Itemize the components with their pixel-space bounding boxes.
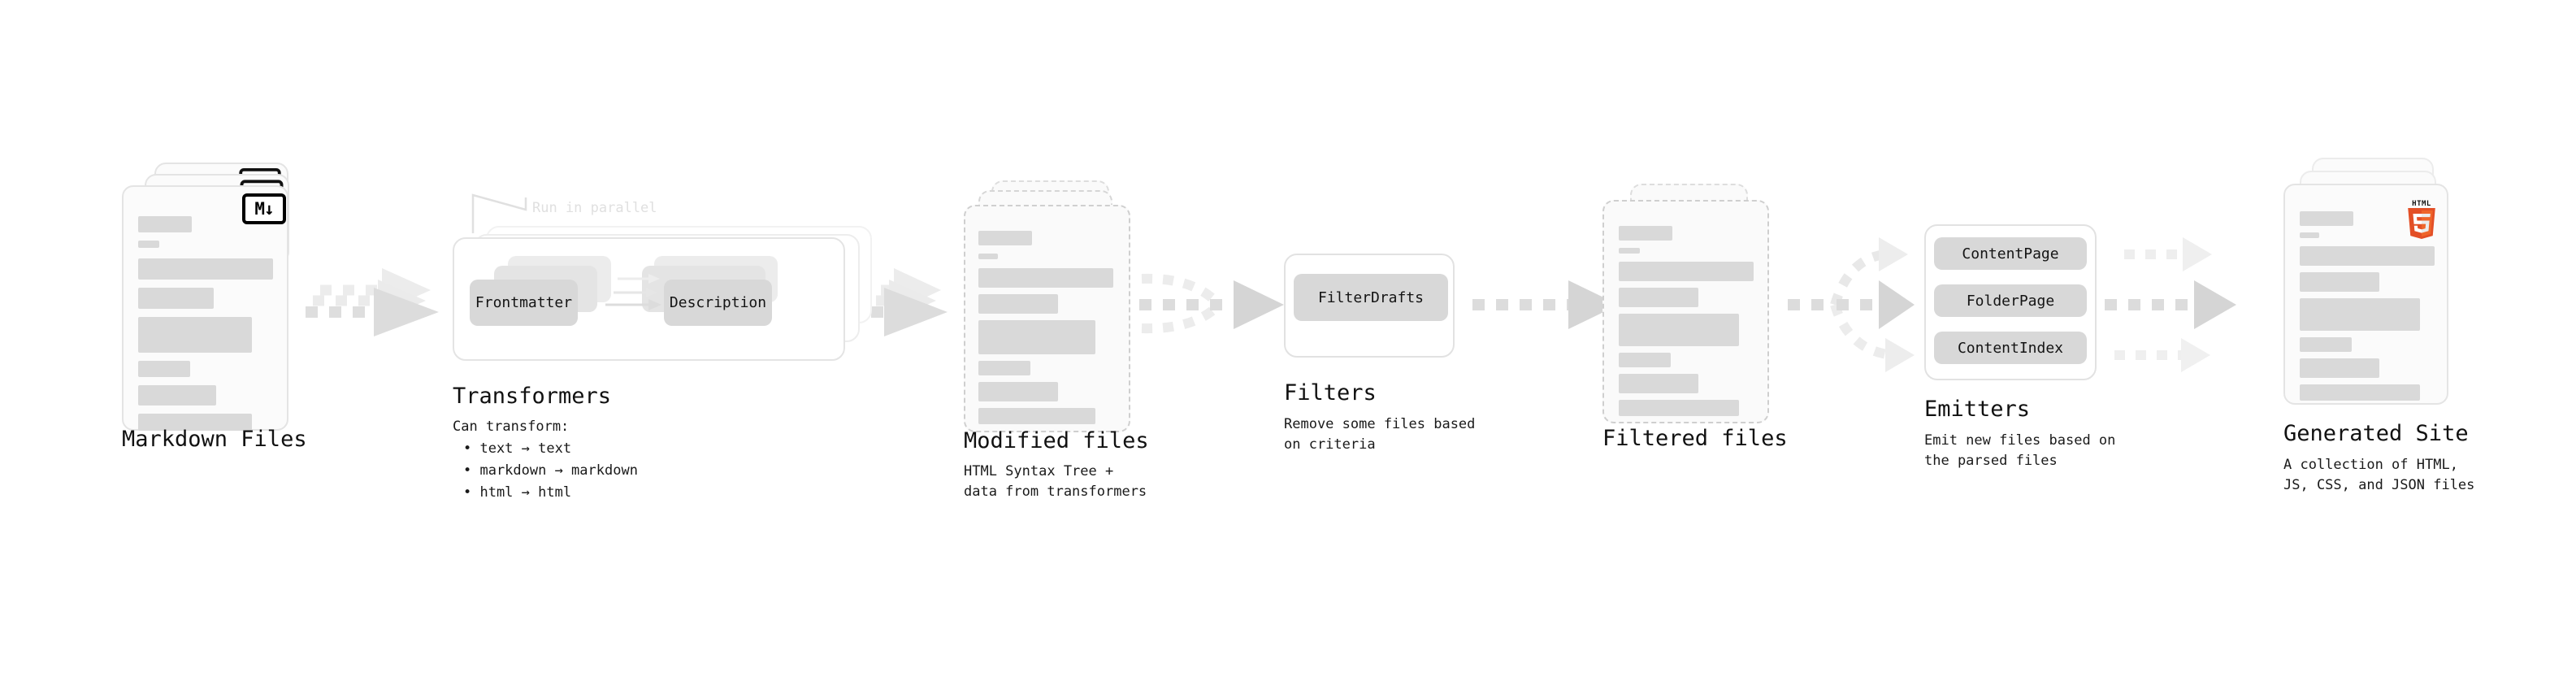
filters-subtitle: Remove some files based on criteria bbox=[1284, 416, 1476, 453]
html5-icon: HTML bbox=[2405, 200, 2438, 239]
contentindex-chip[interactable]: ContentIndex bbox=[1934, 332, 2087, 364]
arrow-md-to-transformers bbox=[306, 268, 439, 336]
frontmatter-chip-label: Frontmatter bbox=[475, 294, 573, 311]
transformers-subtitle: Can transform: bbox=[453, 419, 570, 435]
modified-files-stack bbox=[964, 180, 1167, 432]
emitters-subtitle: Emit new files based on the parsed files bbox=[1924, 432, 2116, 469]
emitters-title: Emitters bbox=[1924, 397, 2031, 422]
filtered-files-stack bbox=[1602, 184, 1806, 436]
modified-files-subtitle: HTML Syntax Tree + data from transformer… bbox=[964, 463, 1147, 500]
description-chip[interactable]: Description bbox=[664, 280, 772, 326]
filtered-files-title: Filtered files bbox=[1602, 426, 1788, 451]
contentindex-chip-label: ContentIndex bbox=[1957, 339, 2064, 357]
markdown-files-stack: M↓ M↓ M↓ bbox=[122, 163, 325, 431]
folderpage-chip[interactable]: FolderPage bbox=[1934, 284, 2087, 317]
transformers-bullet-1: • text → text bbox=[463, 440, 572, 457]
markdown-content-lines bbox=[124, 187, 287, 431]
markdown-icon: M↓ bbox=[242, 193, 286, 224]
contentpage-chip[interactable]: ContentPage bbox=[1934, 237, 2087, 270]
modified-content-lines bbox=[965, 206, 1129, 431]
filtered-content-lines bbox=[1604, 202, 1767, 422]
markdown-files-title: Markdown Files bbox=[122, 427, 307, 452]
modified-files-title: Modified files bbox=[964, 428, 1149, 453]
generated-site-title: Generated Site bbox=[2283, 421, 2469, 446]
html5-icon-label: HTML bbox=[2412, 200, 2431, 208]
generated-site-stack: CSS HTML bbox=[2247, 158, 2474, 426]
filtered-card-front bbox=[1602, 200, 1769, 423]
folderpage-chip-label: FolderPage bbox=[1966, 292, 2055, 310]
contentpage-chip-label: ContentPage bbox=[1962, 245, 2059, 262]
modified-card-front bbox=[964, 205, 1130, 432]
html5-shield-glyph bbox=[2408, 208, 2435, 239]
transformers-bullet-2: • markdown → markdown bbox=[463, 462, 638, 479]
transformers-bullet-3: • html → html bbox=[463, 484, 572, 501]
arrow-filters-to-filtered bbox=[1472, 280, 1619, 329]
filterdrafts-chip[interactable]: FilterDrafts bbox=[1294, 274, 1448, 321]
arrow-emitters-to-site bbox=[2105, 237, 2236, 372]
arrow-filtered-to-emitters-split bbox=[1788, 237, 1915, 372]
transformers-title: Transformers bbox=[453, 384, 612, 409]
generated-site-subtitle: A collection of HTML, JS, CSS, and JSON … bbox=[2283, 457, 2475, 493]
filterdrafts-chip-label: FilterDrafts bbox=[1317, 288, 1425, 306]
filters-title: Filters bbox=[1284, 380, 1377, 406]
run-in-parallel-label: Run in parallel bbox=[532, 200, 657, 216]
description-chip-label: Description bbox=[669, 294, 767, 311]
frontmatter-chip[interactable]: Frontmatter bbox=[470, 280, 578, 326]
markdown-card-front bbox=[122, 185, 288, 431]
site-content-lines bbox=[2285, 185, 2447, 403]
